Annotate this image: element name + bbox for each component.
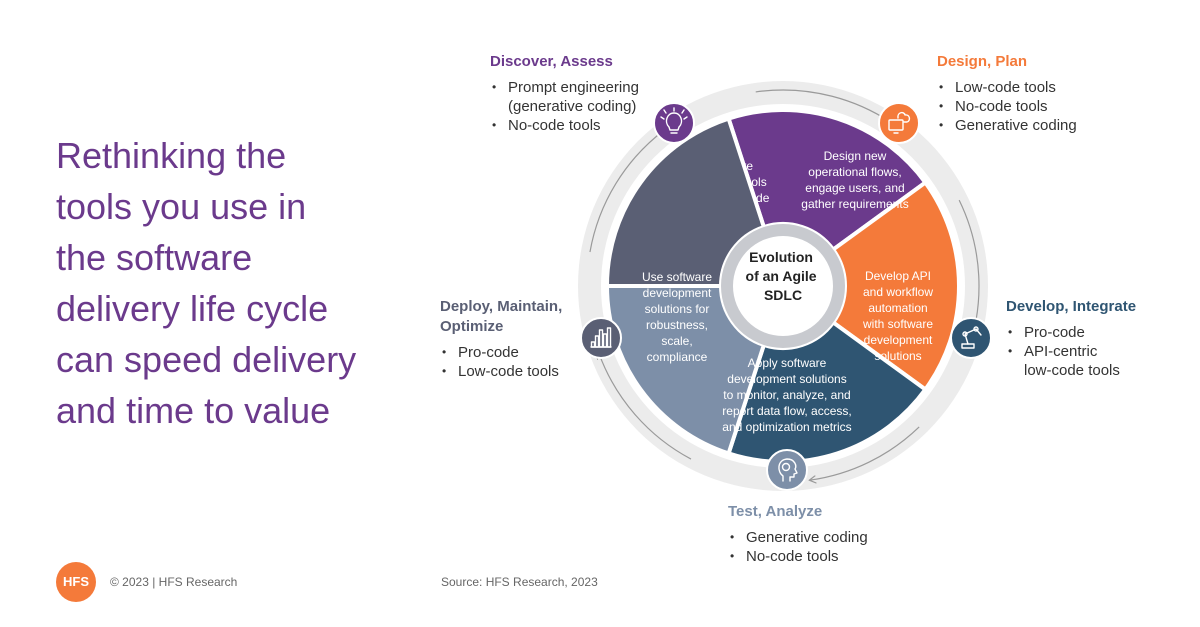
center-label-line-1: Evolution xyxy=(749,249,813,265)
headline: Rethinking the tools you use in the soft… xyxy=(56,135,357,431)
phase-title-deploy: Deploy, Maintain, Optimize xyxy=(440,298,563,335)
segment-text-line: scale, xyxy=(661,334,692,348)
segment-text-line: gather requirements xyxy=(801,197,908,211)
center-label: Evolution of an Agile SDLC xyxy=(746,249,821,303)
bullet: Prompt engineering (generative coding) xyxy=(490,78,639,116)
bulb-ray xyxy=(683,116,688,120)
bullet: API-centric low-code tools xyxy=(1006,342,1136,380)
icon-badge xyxy=(653,102,695,144)
phase-icons xyxy=(580,102,992,491)
monitor xyxy=(888,119,904,131)
center-label-line-3: SDLC xyxy=(764,287,802,303)
arm-joint xyxy=(973,326,979,332)
phase-bullets-design: Low-code tools No-code tools Generative … xyxy=(937,78,1077,135)
phase-title-discover: Discover, Assess xyxy=(490,53,613,70)
hfs-logo: HFS xyxy=(56,562,96,602)
segment-text-line: Use software xyxy=(642,270,712,284)
icon-badge xyxy=(580,317,622,359)
segment-text-line: development solutions xyxy=(727,372,846,386)
segment-text-line: Develop API xyxy=(865,269,931,283)
head xyxy=(778,458,798,482)
chart-bar xyxy=(590,341,596,348)
chart-bar xyxy=(606,327,612,348)
segment-text-line: compliance xyxy=(647,350,708,364)
bullet: No-code tools xyxy=(937,97,1077,116)
phase-title-design: Design, Plan xyxy=(937,53,1028,70)
chart-bar xyxy=(594,335,600,348)
segment-text-line: robustness, xyxy=(646,318,708,332)
phase-bullets-develop: Pro-code API-centric low-code tools xyxy=(1006,323,1136,380)
bulb-ray xyxy=(663,109,667,114)
bullet: No-code tools xyxy=(490,116,639,135)
phase-title-develop: Develop, Integrate xyxy=(1006,298,1137,315)
segment-text-line: solutions for xyxy=(645,302,710,316)
chart-bar xyxy=(598,329,604,348)
bullet: Pro-code xyxy=(440,343,562,362)
segment-text-line: and optimization metrics xyxy=(722,420,851,434)
segment-text-line: Design new xyxy=(824,149,887,163)
phase-test: Test, Analyze Generative coding No-code … xyxy=(728,502,868,566)
segment-text-line: with software xyxy=(862,317,933,331)
segment-text-line: development xyxy=(643,286,712,300)
segment-text-line: operational flows, xyxy=(808,165,901,179)
phase-deploy: Deploy, Maintain, Optimize Pro-code Low-… xyxy=(440,297,562,381)
phase-bullets-discover: Prompt engineering (generative coding) N… xyxy=(490,78,639,135)
bar-chart-icon xyxy=(580,317,622,359)
segment-text-line: report data flow, access, xyxy=(722,404,851,418)
bullet: Low-code tools xyxy=(440,362,562,381)
monitor-cloud-icon xyxy=(878,102,920,144)
bulb-glass xyxy=(665,112,683,131)
cycle-arrow xyxy=(810,426,920,480)
phase-bullets-deploy: Pro-code Low-code tools xyxy=(440,343,562,381)
segment-text-line: Apply software xyxy=(748,356,827,370)
segment-text-develop: Develop API and workflow automation with so… xyxy=(862,269,933,363)
gear xyxy=(781,462,791,472)
segment-text-line: solutions xyxy=(874,349,921,363)
bullet: Pro-code xyxy=(1006,323,1136,342)
segment-text-line: automation xyxy=(868,301,927,315)
segment-text-line: development xyxy=(864,333,933,347)
bulb-ray xyxy=(660,116,665,120)
copyright: © 2023 | HFS Research xyxy=(110,575,238,589)
phase-design: Design, Plan Low-code tools No-code tool… xyxy=(937,52,1077,135)
bullet: No-code tools xyxy=(728,547,868,566)
bulb-ray xyxy=(681,109,685,114)
cycle-arrow xyxy=(589,129,665,253)
segment-text-deploy: Use software development solutions for robu… xyxy=(642,270,712,364)
phase-discover: Discover, Assess Prompt engineering (gen… xyxy=(490,52,639,135)
cycle-arrow xyxy=(599,353,692,460)
bullet: Generative coding xyxy=(728,528,868,547)
segment-text-test: Apply software development solutions to mo… xyxy=(722,356,851,434)
head-gear-icon xyxy=(766,449,808,491)
phase-bullets-test: Generative coding No-code tools xyxy=(728,528,868,566)
center-hub xyxy=(733,236,833,336)
arm-joint xyxy=(962,331,968,337)
arm-joints xyxy=(964,328,982,345)
icon-badge xyxy=(878,102,920,144)
phase-develop: Develop, Integrate Pro-code API-centric … xyxy=(1006,297,1136,380)
bullet: Generative coding xyxy=(937,116,1077,135)
segment-text-line: to monitor, analyze, and xyxy=(723,388,850,402)
lightbulb-icon xyxy=(653,102,695,144)
cloud xyxy=(897,111,911,123)
chart-bar xyxy=(602,333,608,348)
source-note: Source: HFS Research, 2023 xyxy=(441,575,598,589)
bullet: Low-code tools xyxy=(937,78,1077,97)
segment-text-line: and workflow xyxy=(863,285,933,299)
segment-text-line: engage users, and xyxy=(805,181,904,195)
phase-title-test: Test, Analyze xyxy=(728,503,823,520)
segment-text-design: Design new operational flows, engage users… xyxy=(801,149,908,211)
center-label-line-2: of an Agile xyxy=(746,268,817,284)
icon-badge xyxy=(950,317,992,359)
robot-arm-icon xyxy=(950,317,992,359)
